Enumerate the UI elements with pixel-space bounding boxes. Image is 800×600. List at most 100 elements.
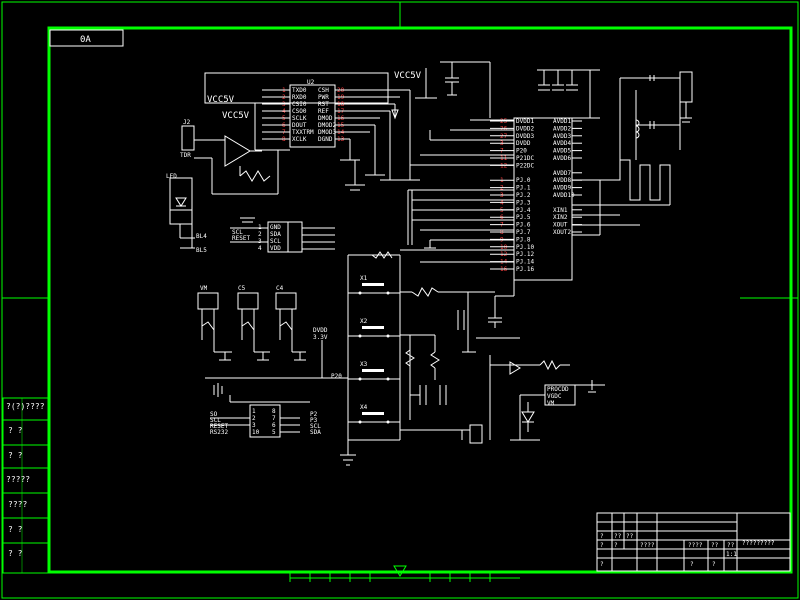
mcu-pin-left-8: PJ.0 [516, 177, 531, 184]
bottom-conn-left-2: RESET [210, 423, 228, 430]
mcu-pin-right-2: AVDD3 [553, 133, 571, 140]
bottom-connector-block: 1 2 3 10 8 7 6 5 SOSCLRESETRS232P2P3SCLS… [210, 383, 321, 438]
bottom-conn-right-3: SDA [310, 429, 321, 436]
mcu-pin-left-18: PJ.12 [516, 251, 534, 258]
mcu-pin-right-0: AVDD1 [553, 118, 571, 125]
c4-label: C4 [276, 285, 284, 292]
mcu-pin-right-4: AVDD5 [553, 148, 571, 155]
key-x1-bar [362, 283, 384, 286]
mcu-pin-right-10: AVDD10 [553, 192, 575, 199]
u2-pin-left-4: SCLK [292, 115, 307, 122]
key-x3-node-a [358, 377, 362, 381]
tb-r3c2: ? [712, 561, 716, 568]
mcu-pin-left-16: PJ.8 [516, 236, 531, 243]
left-strip-cell-3: ????? [6, 475, 30, 484]
tb-r1c1: ?? [614, 533, 622, 540]
i2c-pin-num-3: 4 [258, 245, 262, 252]
bottom-conn-left-0: SO [210, 411, 218, 418]
u2-pin-left-7: XCLK [292, 136, 307, 143]
pot-c5 [237, 292, 259, 310]
key-x1-node-b [386, 291, 390, 295]
mcu-pin-left-4: P20 [516, 148, 527, 155]
pot-c4 [275, 292, 297, 310]
u2-pin-right-6: DMOD3 [318, 129, 336, 136]
bl5-label: BL5 [196, 247, 207, 254]
mcu-pin-right-3: AVDD4 [553, 140, 571, 147]
vgdc-label: VGDC [547, 393, 562, 400]
vcc5v-label-a: VCC5V [394, 71, 422, 81]
tb-r1c0: ? [600, 533, 604, 540]
j2-connector [181, 125, 195, 151]
tb-r2c2: ?? [727, 542, 735, 549]
u2-region: VCC5V VCC5V VCC5V U2 TXD01RXD02CSI03CSO0… [180, 68, 437, 195]
key-x2-bar [362, 326, 384, 329]
zener-diode-icon [521, 411, 535, 423]
title-tag-box [49, 29, 124, 47]
tb-r2c0: ???? [688, 542, 703, 549]
svg-text:3: 3 [252, 422, 256, 429]
bottom-conn-left-1: SCL [210, 417, 221, 424]
mcu-pin-left-2: DVDD3 [516, 133, 534, 140]
key-x1-node-a [358, 291, 362, 295]
mcu-pin-right-14: XOUT [553, 222, 568, 229]
u2-pin-right-4: DMOD [318, 115, 333, 122]
svg-text:2: 2 [252, 415, 256, 422]
key-x4-node-b [386, 420, 390, 424]
bl4-label: BL4 [196, 233, 207, 240]
procdd-label: PROCDD [547, 386, 569, 393]
mcu-pin-left-11: PJ.3 [516, 199, 531, 206]
u2-chip [289, 84, 336, 148]
key-x4-node-a [358, 420, 362, 424]
mcu-pin-right-13: XIN2 [553, 214, 568, 221]
mcu-region: DVDD125DVDD226DVDD327DVDD3P207P21DC11P22… [400, 61, 670, 297]
relay-box [469, 424, 483, 444]
tb-r3c0: ? [600, 561, 604, 568]
key-x3-bar [362, 369, 384, 372]
tb-r1c5: ?? [626, 533, 634, 540]
mcu-pin-left-6: P22DC [516, 162, 534, 169]
mcu-pin-right-5: AVDD6 [553, 155, 571, 162]
svg-text:6: 6 [272, 422, 276, 429]
key-x2-node-a [358, 334, 362, 338]
bottom-conn-right-1: P3 [310, 417, 318, 424]
key-x2-label: X2 [360, 318, 368, 325]
op-amp-symbol [224, 135, 251, 167]
svg-text:5: 5 [272, 429, 276, 436]
i2c-pin-label-0: GND [270, 224, 281, 231]
tb-r3c1: ? [690, 561, 694, 568]
tb-r2c3: 1:1 [726, 551, 737, 558]
mcu-pin-left-13: PJ.5 [516, 214, 531, 221]
u2-pin-left-5: DOUT [292, 122, 307, 129]
vm2-label: VM [547, 400, 555, 407]
mcu-pin-left-10: PJ.2 [516, 192, 531, 199]
mcu-pin-num-left-18: 12 [500, 251, 508, 258]
key-x1-label: X1 [360, 275, 368, 282]
key-x2-node-b [386, 334, 390, 338]
u2-pin-right-2: RST [318, 101, 329, 108]
u2-pin-left-2: CSI0 [292, 101, 307, 108]
vcc5v-label-b: VCC5V [207, 95, 235, 105]
mcu-pin-right-7: AVDD7 [553, 170, 571, 177]
drawing-name: ????????? [742, 540, 775, 547]
u2-pin-right-0: CSH [318, 87, 329, 94]
mcu-pin-right-8: AVDD8 [553, 177, 571, 184]
mcu-pin-right-12: XIN1 [553, 207, 568, 214]
left-strip-cell-0: ?(?)???? [6, 402, 45, 411]
mcu-pin-left-5: P21DC [516, 155, 534, 162]
u2-pin-right-3: REF [318, 108, 329, 115]
rst-blk-0: SCL [232, 229, 243, 236]
crystal-connector [679, 71, 693, 103]
mcu-pin-left-3: DVDD [516, 140, 531, 147]
pot-vm [197, 292, 219, 310]
j2-label: J2 [183, 119, 191, 126]
tdr-label: TDR [180, 152, 191, 159]
potentiometer-group: VM C5 C4 DVDD 3.3V P20 [197, 285, 348, 380]
oscillator-network [600, 71, 693, 205]
left-strip: ?(?)???? ? ? ? ? ????? ???? ? ? ? ? [2, 397, 49, 574]
output-driver: PROCDD VGDC VM [400, 287, 605, 444]
u2-pin-right-7: DGND [318, 136, 333, 143]
